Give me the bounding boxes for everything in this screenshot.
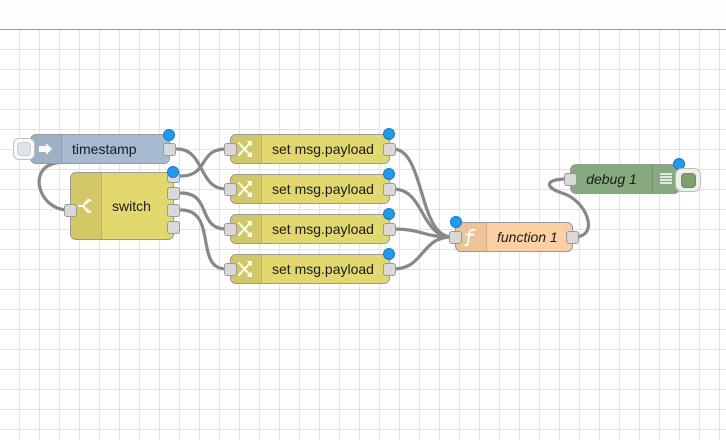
wire-inject-to-change2 — [175, 147, 228, 191]
node-change-3[interactable]: set msg.payload — [224, 208, 396, 244]
status-dot — [450, 216, 462, 228]
output-port[interactable] — [383, 143, 396, 156]
debug-toggle-inner — [680, 172, 696, 188]
wire-change4-to-function — [391, 235, 454, 271]
debug-list-icon — [652, 165, 679, 193]
node-change-1[interactable]: set msg.payload — [224, 128, 396, 164]
wire-change1-to-function — [391, 147, 454, 239]
wire-change2-to-function — [391, 187, 454, 239]
editor-header-strip — [0, 0, 726, 30]
node-label-change-4: set msg.payload — [272, 261, 374, 277]
input-port[interactable] — [64, 204, 77, 217]
wire-switch-to-change1 — [179, 147, 228, 178]
node-label-change-2: set msg.payload — [272, 181, 374, 197]
node-debug[interactable]: debug 1 — [564, 158, 701, 194]
node-label-switch: switch — [112, 198, 151, 214]
output-port[interactable] — [163, 143, 176, 156]
input-port[interactable] — [224, 223, 237, 236]
wire-change3-to-function — [391, 227, 454, 239]
shuffle-icon — [231, 135, 262, 163]
status-dot — [383, 128, 395, 140]
node-inject-timestamp[interactable]: timestamp — [13, 129, 176, 164]
status-dot — [383, 168, 395, 180]
node-label-debug: debug 1 — [586, 171, 637, 187]
wire-switch-to-change4 — [179, 208, 228, 271]
output-port-4[interactable] — [167, 221, 180, 234]
inject-button-inner — [17, 142, 31, 156]
debug-enable-toggle-button[interactable] — [675, 168, 701, 192]
node-label-change-1: set msg.payload — [272, 141, 374, 157]
output-port-2[interactable] — [167, 187, 180, 200]
node-change-4[interactable]: set msg.payload — [224, 248, 396, 284]
input-port[interactable] — [564, 173, 577, 186]
node-label-change-3: set msg.payload — [272, 221, 374, 237]
output-port[interactable] — [383, 263, 396, 276]
status-dot — [383, 248, 395, 260]
node-switch[interactable]: switch — [64, 166, 180, 240]
node-change-2[interactable]: set msg.payload — [224, 168, 396, 204]
wire-switch-to-change3 — [179, 191, 228, 231]
arrow-right-icon — [31, 135, 62, 163]
input-port[interactable] — [449, 231, 462, 244]
inject-trigger-button[interactable] — [13, 138, 35, 160]
node-label-function: function 1 — [497, 229, 558, 245]
status-dot — [163, 129, 175, 141]
input-port[interactable] — [224, 183, 237, 196]
input-port[interactable] — [224, 143, 237, 156]
switch-icon — [71, 173, 102, 239]
node-label-timestamp: timestamp — [72, 141, 137, 157]
output-port[interactable] — [566, 231, 579, 244]
node-function[interactable]: function 1 — [449, 216, 579, 252]
status-dot — [383, 208, 395, 220]
output-port[interactable] — [383, 223, 396, 236]
output-port-3[interactable] — [167, 204, 180, 217]
status-dot — [167, 166, 179, 178]
output-port[interactable] — [383, 183, 396, 196]
input-port[interactable] — [224, 263, 237, 276]
flow-canvas[interactable]: timestamp switch — [0, 30, 726, 440]
